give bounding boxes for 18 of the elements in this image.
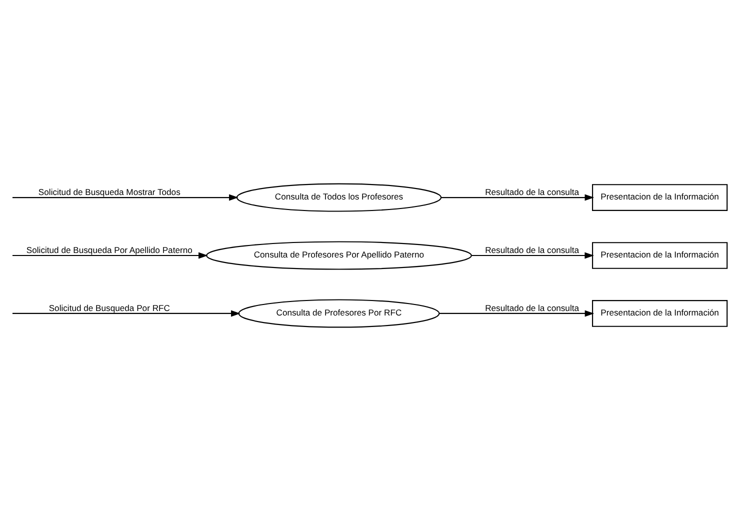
- node-box: Presentacion de la Información: [592, 184, 728, 210]
- edge-label: Solicitud de Busqueda Mostrar Todos: [38, 186, 180, 197]
- node-ellipse: Consulta de Profesores Por Apellido Paterno: [206, 240, 472, 270]
- node-ellipse: Consulta de Profesores Por RFC: [238, 298, 440, 328]
- arrow: [441, 194, 594, 200]
- arrow: [12, 194, 238, 200]
- arrow: [439, 310, 594, 316]
- node-ellipse: Consulta de Todos los Profesores: [236, 182, 442, 212]
- arrow: [12, 252, 208, 258]
- node-box: Presentacion de la Información: [592, 242, 728, 268]
- edge-label: Resultado de la consulta: [485, 186, 580, 197]
- arrow: [12, 310, 240, 316]
- edge-label: Solicitud de Busqueda Por Apellido Paterno: [26, 244, 192, 255]
- arrow: [472, 252, 594, 258]
- node-box: Presentacion de la Información: [592, 300, 728, 326]
- edge-label: Solicitud de Busqueda Por RFC: [48, 302, 170, 313]
- edge-label: Resultado de la consulta: [485, 244, 580, 255]
- edge-label: Resultado de la consulta: [485, 302, 580, 313]
